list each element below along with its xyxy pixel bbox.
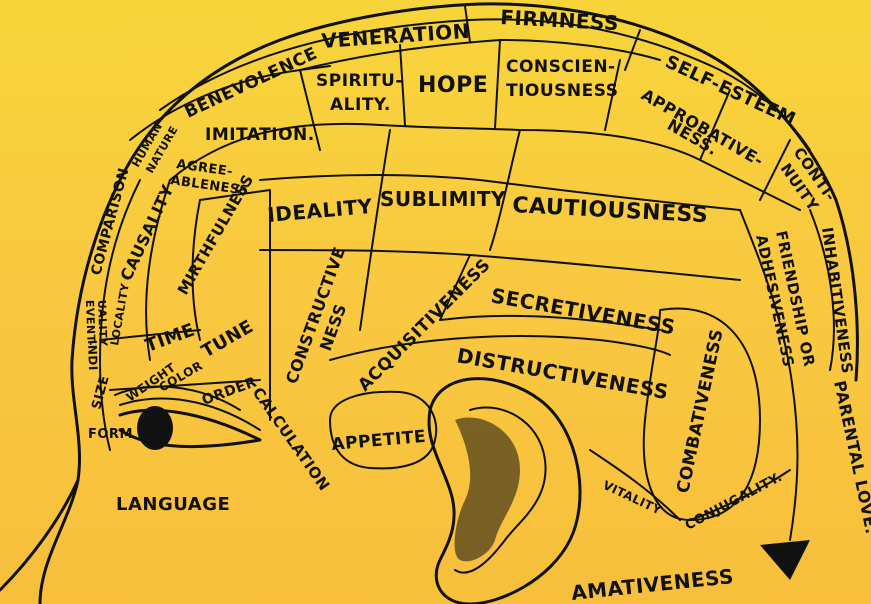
label-spirituality-2: ALITY. (330, 95, 391, 115)
label-language: LANGUAGE (116, 494, 230, 515)
label-ideality: IDEALITY (266, 194, 373, 227)
ear-outline (427, 377, 582, 604)
label-amativeness: AMATIVENESS (570, 564, 735, 604)
label-veneration: VENERATION (321, 19, 471, 53)
eye-iris (137, 406, 173, 450)
label-form: FORM (88, 427, 133, 442)
label-time: TIME (143, 319, 198, 356)
label-combativeness: COMBATIVENESS (673, 327, 727, 495)
face-profile (0, 478, 80, 592)
label-conjugality: CONJUGALITY. (683, 470, 785, 534)
label-cautiousness: CAUTIOUSNESS (512, 193, 709, 228)
label-calculation: CALCULATION (249, 384, 334, 494)
label-spirituality-1: SPIRITU- (316, 71, 403, 91)
label-appetite: APPETITE (331, 427, 427, 455)
label-eventuality-1: EVENT- (83, 300, 98, 347)
label-firmness: FIRMNESS (500, 5, 620, 35)
label-sublimity: SUBLIMITY (380, 187, 506, 211)
label-eventuality-2: UALITY (95, 300, 110, 348)
label-tune: TUNE (198, 316, 257, 362)
hatched-corner (760, 540, 810, 580)
ear-hatching (454, 417, 520, 562)
label-size: SIZE (89, 374, 112, 411)
label-imitation: IMITATION. (205, 125, 315, 145)
label-individuality: INDI (85, 340, 100, 371)
label-inhabitiveness: INHABITIVENESS (818, 226, 856, 375)
label-distructiveness: DISTRUCTIVENESS (455, 343, 670, 404)
label-conscientiousness-1: CONSCIEN- (506, 57, 616, 77)
label-conscientiousness-2: TIOUSNESS (506, 81, 619, 101)
skull-outline (38, 2, 859, 604)
label-hope: HOPE (418, 73, 488, 98)
label-causality: CAUSALITY (116, 182, 177, 284)
label-acquisitiveness: ACQUISITIVENESS (354, 255, 494, 395)
label-parental-love: PARENTAL LOVE. (830, 379, 871, 536)
label-secretiveness: SECRETIVENESS (489, 283, 677, 339)
